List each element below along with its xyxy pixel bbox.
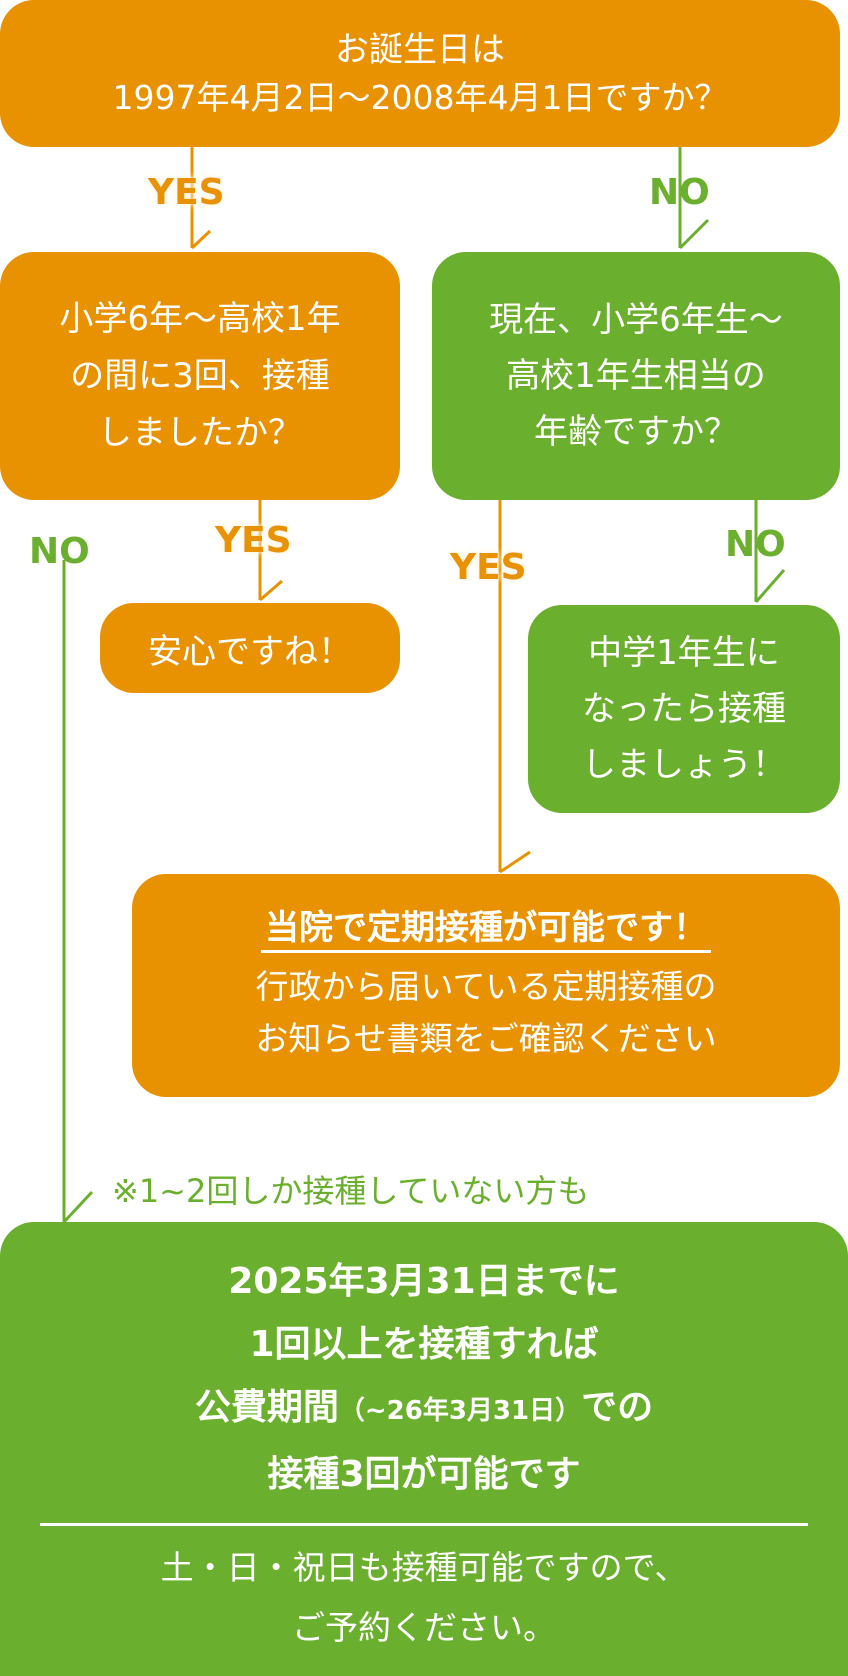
question-current-age-line3: 年齢ですか？ bbox=[534, 412, 738, 452]
question-three-doses-line1: 小学6年〜高校1年 bbox=[59, 298, 341, 339]
question-three-doses: 小学6年〜高校1年 の間に3回、接種 しましたか？ bbox=[0, 252, 400, 500]
question-current-age-line2: 高校1年生相当の bbox=[506, 356, 766, 396]
catchup-line3: 公費期間（~26年3月31日）での bbox=[195, 1376, 653, 1443]
question-three-doses-line3: しましたか？ bbox=[98, 412, 302, 453]
catchup-divider bbox=[40, 1523, 808, 1526]
result-already-vaccinated-text: 安心ですね！ bbox=[148, 631, 352, 672]
arrowhead-q2-yes bbox=[259, 579, 283, 602]
catchup-line4: 接種3回が可能です bbox=[267, 1454, 581, 1495]
result-wait-line2: なったら接種 bbox=[582, 689, 786, 729]
question-birthdate-line1: お誕生日は bbox=[335, 29, 505, 70]
question-birthdate: お誕生日は 1997年4月2日〜2008年4月1日ですか？ bbox=[0, 0, 840, 147]
catchup-line3-a: 公費期間 bbox=[194, 1387, 339, 1428]
arrowhead-q1-yes bbox=[190, 229, 212, 250]
catchup-line1: 2025年3月31日までに bbox=[228, 1261, 620, 1302]
result-periodic-heading: 当院で定期接種が可能です！ bbox=[261, 906, 711, 953]
note-partial-doses: ※1~2回しか接種していない方も bbox=[112, 1172, 590, 1210]
catchup-footer-line2: ご予約ください。 bbox=[292, 1608, 556, 1647]
question-current-age: 現在、小学6年生〜 高校1年生相当の 年齢ですか？ bbox=[432, 252, 840, 500]
result-periodic-line1: 行政から届いている定期接種の bbox=[255, 967, 717, 1006]
catchup-main-text: 2025年3月31日までに 1回以上を接種すれば 公費期間（~26年3月31日）… bbox=[195, 1250, 653, 1506]
label-no-q3: NO bbox=[725, 524, 786, 565]
arrowhead-q2-no bbox=[62, 1190, 94, 1224]
label-yes-q3: YES bbox=[450, 547, 527, 588]
label-no-q1: NO bbox=[649, 172, 710, 213]
catchup-footer: 土・日・祝日も接種可能ですので、 ご予約ください。 bbox=[161, 1538, 688, 1658]
arrowhead-q3-yes bbox=[499, 850, 531, 874]
catchup-footer-line1: 土・日・祝日も接種可能ですので、 bbox=[160, 1548, 688, 1587]
result-catchup-vaccination: 2025年3月31日までに 1回以上を接種すれば 公費期間（~26年3月31日）… bbox=[0, 1222, 848, 1676]
question-birthdate-line2: 1997年4月2日〜2008年4月1日ですか？ bbox=[112, 77, 728, 117]
arrowhead-q1-no bbox=[678, 218, 710, 250]
result-already-vaccinated: 安心ですね！ bbox=[100, 603, 400, 693]
question-current-age-line1: 現在、小学6年生〜 bbox=[489, 300, 783, 340]
label-no-q2: NO bbox=[29, 531, 90, 572]
catchup-line2: 1回以上を接種すれば bbox=[249, 1324, 599, 1365]
label-yes-q1: YES bbox=[148, 172, 225, 213]
label-yes-q2: YES bbox=[215, 520, 292, 561]
result-wait-line3: しましょう！ bbox=[582, 745, 786, 785]
result-wait-line1: 中学1年生に bbox=[588, 633, 780, 673]
result-periodic-line2: お知らせ書類をご確認ください bbox=[255, 1019, 717, 1058]
catchup-line3-c: での bbox=[581, 1387, 654, 1428]
question-three-doses-line2: の間に3回、接種 bbox=[70, 355, 330, 396]
arrowhead-q3-no bbox=[754, 569, 786, 603]
result-wait-junior-high: 中学1年生に なったら接種 しましょう！ bbox=[528, 605, 840, 813]
result-periodic-vaccination: 当院で定期接種が可能です！ 行政から届いている定期接種の お知らせ書類をご確認く… bbox=[132, 874, 840, 1097]
catchup-line3-period: （~26年3月31日） bbox=[338, 1396, 582, 1426]
